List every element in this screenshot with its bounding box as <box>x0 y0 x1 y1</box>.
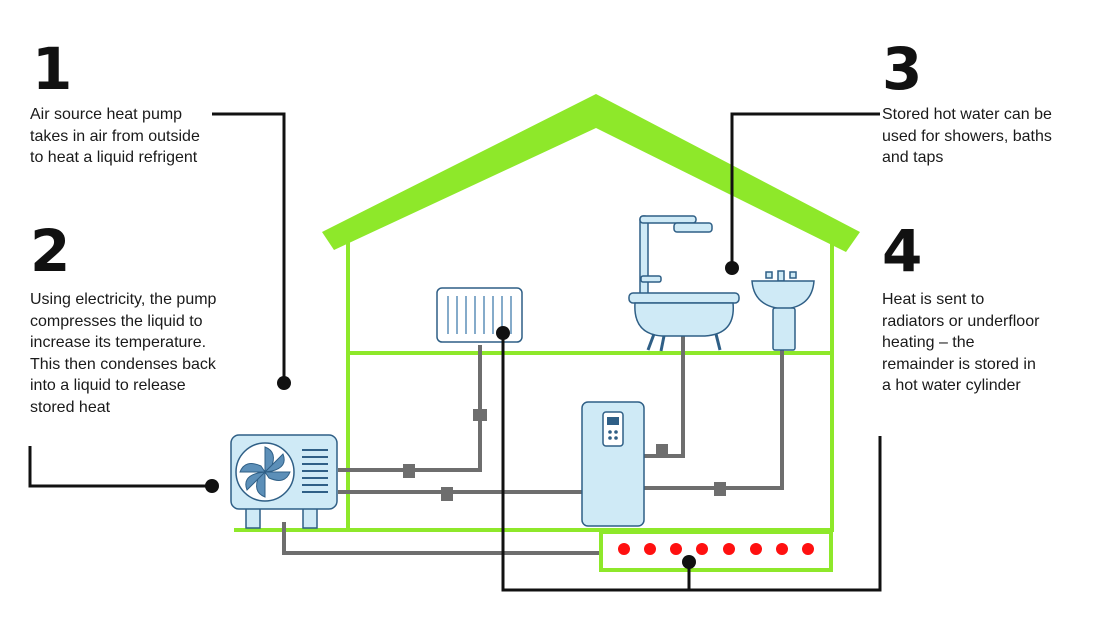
step-3-description: Stored hot water can be used for showers… <box>882 106 1052 166</box>
fan-icon <box>239 446 291 498</box>
sink <box>751 270 815 351</box>
pipes <box>282 325 784 555</box>
hot-water-cylinder <box>581 401 645 527</box>
underfloor-heating <box>599 530 833 572</box>
pipe-valves <box>403 409 726 501</box>
roof <box>322 94 860 252</box>
leader-lines <box>28 112 882 592</box>
step-1-number: 1 <box>32 35 73 103</box>
bath <box>628 292 740 352</box>
leader-dots <box>205 261 739 569</box>
step-4-number: 4 <box>882 217 923 285</box>
shower <box>639 215 713 297</box>
step-4-description: Heat is sent to radiators or underfloor … <box>882 291 1040 394</box>
step-2-description: Using electricity, the pump compresses t… <box>30 291 217 416</box>
underfloor-dots <box>618 543 814 555</box>
step-2-number: 2 <box>30 217 71 285</box>
step-1-description: Air source heat pump takes in air from o… <box>30 106 200 166</box>
heat-pump-unit <box>230 434 338 529</box>
step-3-number: 3 <box>882 35 923 103</box>
